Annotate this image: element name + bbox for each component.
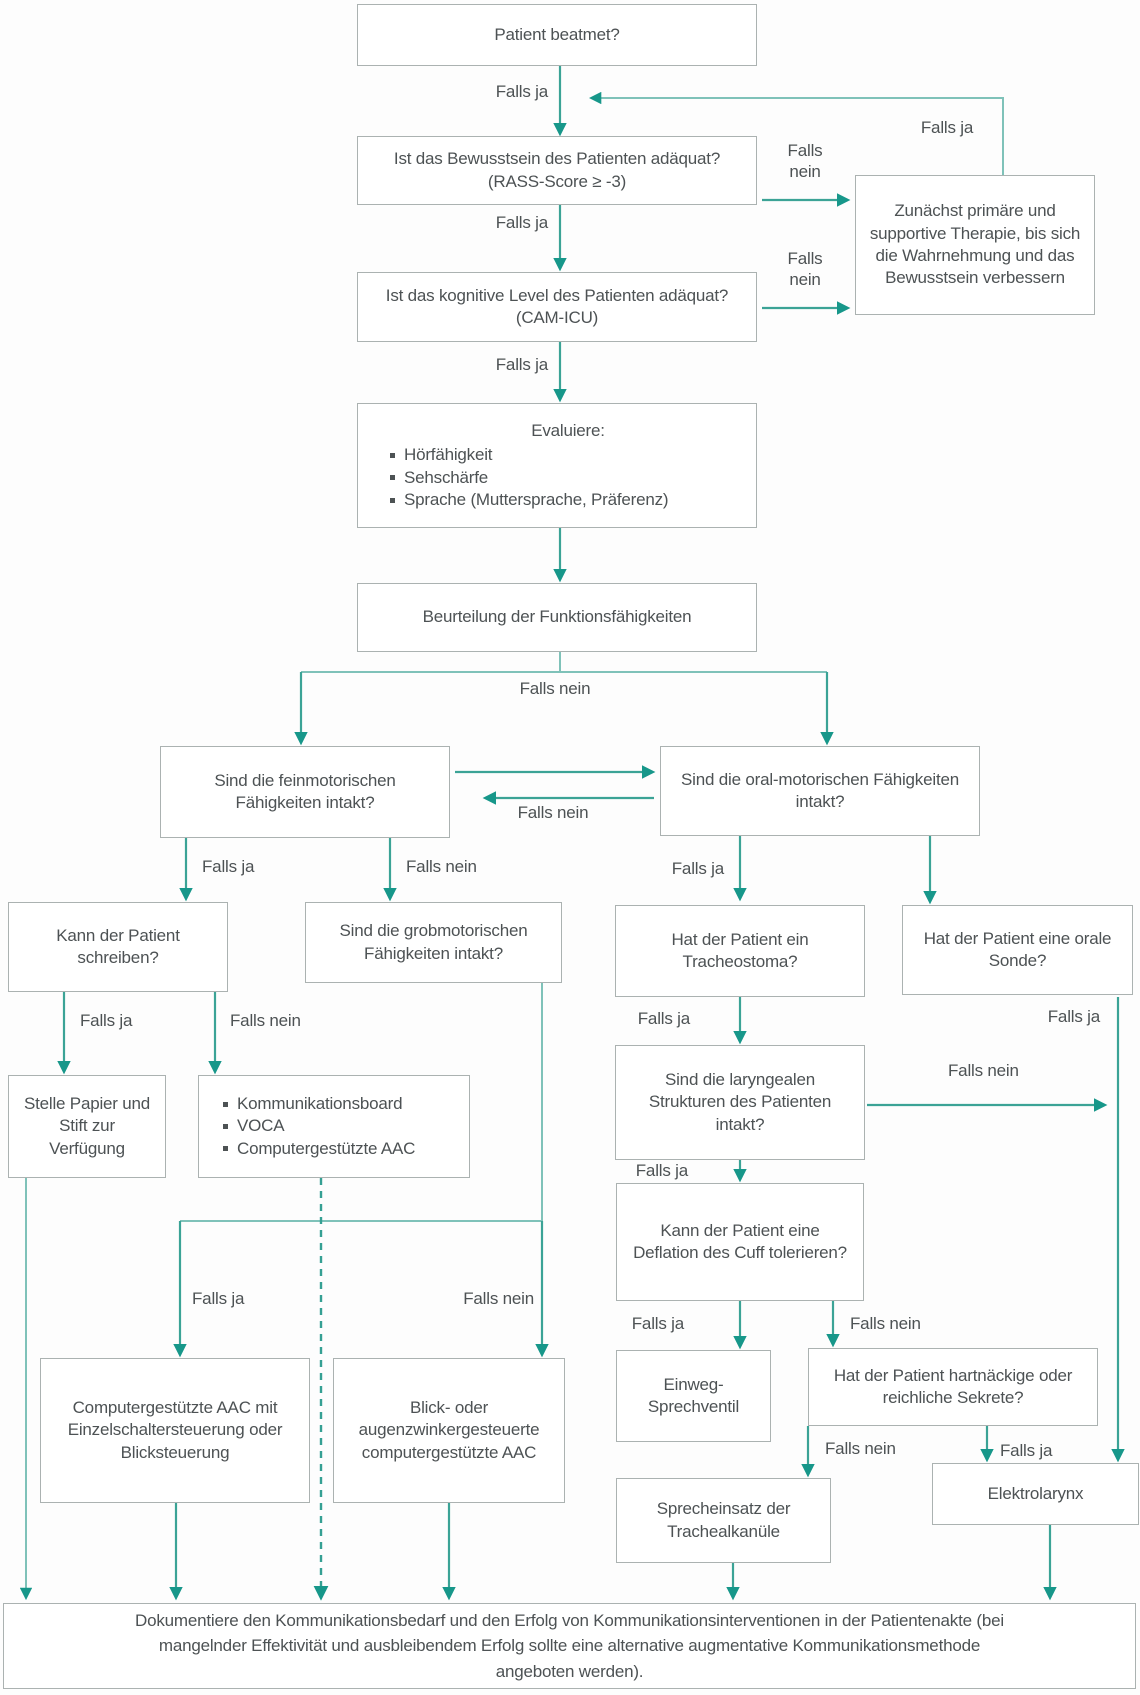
list-item-label: Kommunikationsboard [237,1093,403,1113]
list-item: Kommunikationsboard [223,1093,403,1115]
edge-label-sekrete-nein: Falls nein [825,1439,896,1458]
node-therapie: Zunächst primäre und supportive Therapie… [855,175,1095,315]
edge-label-grob-nein: Falls nein [463,1289,534,1308]
list-item: Computergestützte AAC [223,1138,415,1160]
edge-label-kognitiv-ja: Falls ja [495,213,548,232]
list-item: Sprache (Muttersprache, Präferenz) [390,489,669,511]
list-item: Hörfähigkeit [390,444,493,466]
edge-label-cuff-nein: Falls nein [850,1314,921,1333]
node-sprecheinsatz: Sprecheinsatz der Trachealkanüle [616,1478,831,1563]
node-beurteilung: Beurteilung der Funktionsfähigkeiten [357,583,757,652]
node-elektrolarynx: Elektrolarynx [932,1463,1139,1525]
node-laryngeal: Sind die laryngealen Strukturen des Pati… [615,1045,865,1160]
edge-therapie-loop-ja [588,91,1004,175]
node-tracheostoma: Hat der Patient ein Tracheostoma? [615,905,865,997]
edge-label-sonde-ja: Falls ja [1047,1007,1100,1026]
node-feinmotorisch: Sind die feinmotorischen Fähigkeiten int… [160,746,450,838]
edge-beurteilung-split [294,652,834,746]
edge-label-schreiben-nein: Falls nein [230,1011,301,1030]
edge-label-fein-ja: Falls ja [202,857,255,876]
edge-label-cuff-ja: Falls ja [631,1314,684,1333]
edge-grob-branch [173,983,549,1358]
list-item-label: VOCA [237,1116,285,1136]
node-aac-liste: Kommunikationsboard VOCA Computergestütz… [198,1075,470,1178]
edge-label-evaluiere-ja: Falls ja [495,355,548,374]
edge-label-laryngeal-ja: Falls ja [635,1161,688,1180]
edge-label-laryngeal-nein: Falls nein [948,1061,1019,1080]
node-aac-schalter: Computergestützte AAC mit Einzelschalter… [40,1358,310,1503]
edge-label-oral-ja: Falls ja [671,859,724,878]
evaluiere-title: Evaluiere: [531,420,605,440]
edge-label-sekrete-ja: Falls ja [1000,1441,1053,1460]
edge-label-fein-oral-nein: Falls nein [517,803,589,822]
bullet-icon [223,1124,228,1129]
edge-label-tracheo-ja: Falls ja [637,1009,690,1028]
node-schreiben: Kann der Patient schreiben? [8,902,228,992]
node-blick-aac: Blick- oder augenzwinkergesteuerte compu… [333,1358,565,1503]
bullet-icon [223,1146,228,1152]
node-sekrete: Hat der Patient hartnäckige oder reichli… [808,1348,1098,1426]
node-kognitiv: Ist das kognitive Level des Patienten ad… [357,272,757,342]
node-dokumentation: Dokumentiere den Kommunikationsbedarf un… [3,1603,1136,1689]
edge-label-split-nein: Falls nein [519,679,591,698]
node-papier: Stelle Papier und Stift zur Verfügung [8,1075,166,1178]
edge-label-kognitiv-nein: Falls nein [787,249,823,290]
node-grobmotorisch: Sind die grobmotorischen Fähigkeiten int… [305,902,562,983]
node-evaluiere: Evaluiere: Hörfähigkeit Sehschärfe Sprac… [357,403,757,528]
edge-label-top-ja: Falls ja [495,82,548,101]
list-item: VOCA [223,1115,285,1137]
list-item-label: Sprache (Muttersprache, Präferenz) [404,489,669,509]
list-item-label: Computergestützte AAC [237,1138,416,1158]
edge-label-fein-nein: Falls nein [406,857,477,876]
list-item: Sehschärfe [390,467,488,489]
edge-label-loop-ja: Falls ja [920,118,974,137]
bullet-icon [390,497,395,503]
bullet-icon [390,452,395,458]
edge-label-grob-ja: Falls ja [192,1289,245,1308]
edge-label-schreiben-ja: Falls ja [80,1011,133,1030]
node-patient-beatmet: Patient beatmet? [357,4,757,66]
list-item-label: Sehschärfe [404,467,488,487]
bullet-icon [390,475,395,481]
edge-label-bewusstsein-nein: Falls nein [787,141,823,182]
list-item-label: Hörfähigkeit [404,445,493,465]
node-bewusstsein: Ist das Bewusstsein des Patienten adäqua… [357,136,757,205]
node-sonde: Hat der Patient eine orale Sonde? [902,905,1133,995]
node-cuff: Kann der Patient eine Deflation des Cuff… [616,1183,864,1301]
edge-fein-oral-doublearrow [455,765,656,805]
bullet-icon [223,1101,228,1107]
node-einweg-sprechventil: Einweg-Sprechventil [616,1350,771,1442]
node-oralmotorisch: Sind die oral-motorischen Fähigkeiten in… [660,746,980,836]
